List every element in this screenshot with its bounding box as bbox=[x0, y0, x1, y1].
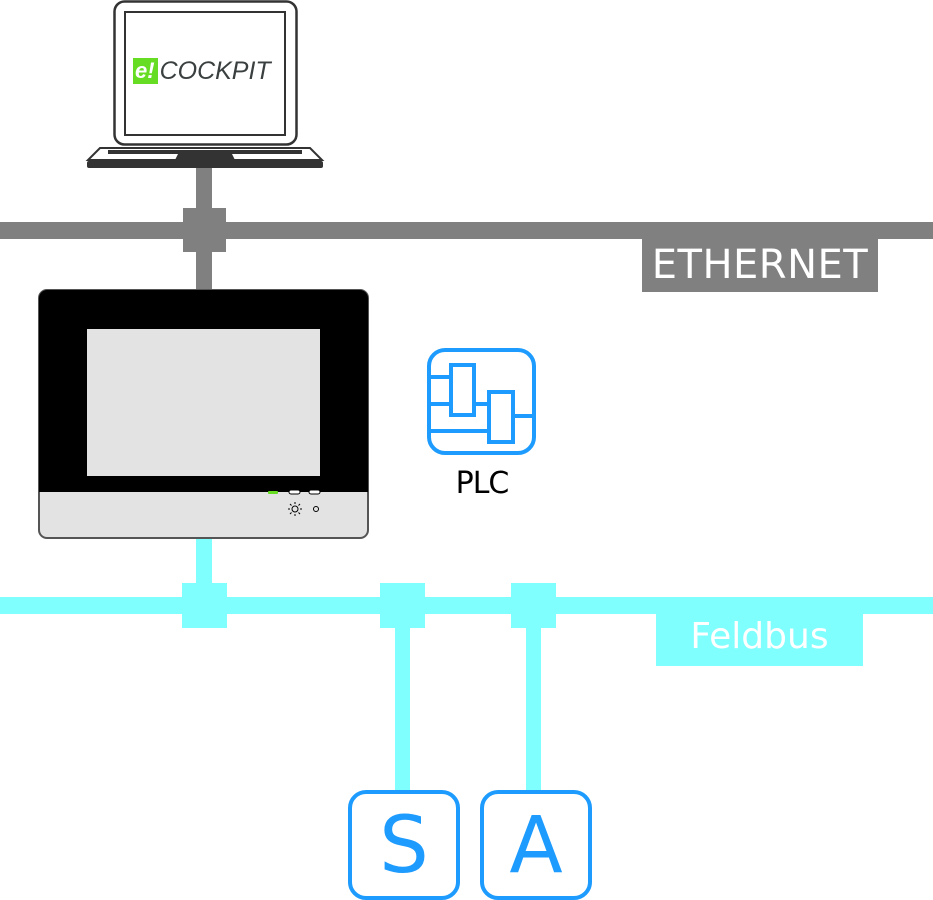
brightness-icon bbox=[288, 502, 302, 516]
ethernet-junction bbox=[183, 208, 226, 252]
logo-prefix: e! bbox=[133, 58, 158, 84]
fieldbus-junction-sensor bbox=[380, 583, 425, 628]
fieldbus-line bbox=[0, 597, 933, 614]
status-led-2 bbox=[288, 489, 301, 495]
fieldbus-label: Feldbus bbox=[656, 614, 863, 666]
sensor-box: S bbox=[348, 790, 460, 900]
status-led-green bbox=[268, 491, 278, 494]
ethernet-label: ETHERNET bbox=[642, 239, 878, 292]
laptop-icon bbox=[85, 0, 325, 168]
sensor-drop-line bbox=[395, 610, 410, 792]
power-dot-icon bbox=[313, 506, 319, 512]
ecockpit-logo: e! COCKPIT bbox=[133, 56, 271, 86]
fieldbus-junction-hmi bbox=[182, 583, 227, 628]
plc-icon bbox=[427, 348, 536, 455]
hmi-fieldbus-drop bbox=[196, 536, 212, 596]
actuator-box: A bbox=[480, 790, 592, 900]
ethernet-bus-line bbox=[0, 222, 933, 239]
plc-label: PLC bbox=[455, 466, 510, 501]
logo-text: COCKPIT bbox=[159, 56, 271, 85]
actuator-label: A bbox=[509, 801, 563, 891]
sensor-label: S bbox=[379, 801, 429, 891]
hmi-device-icon bbox=[38, 289, 369, 539]
status-led-3 bbox=[308, 489, 321, 495]
actuator-drop-line bbox=[526, 610, 541, 792]
fieldbus-junction-actuator bbox=[511, 583, 556, 628]
